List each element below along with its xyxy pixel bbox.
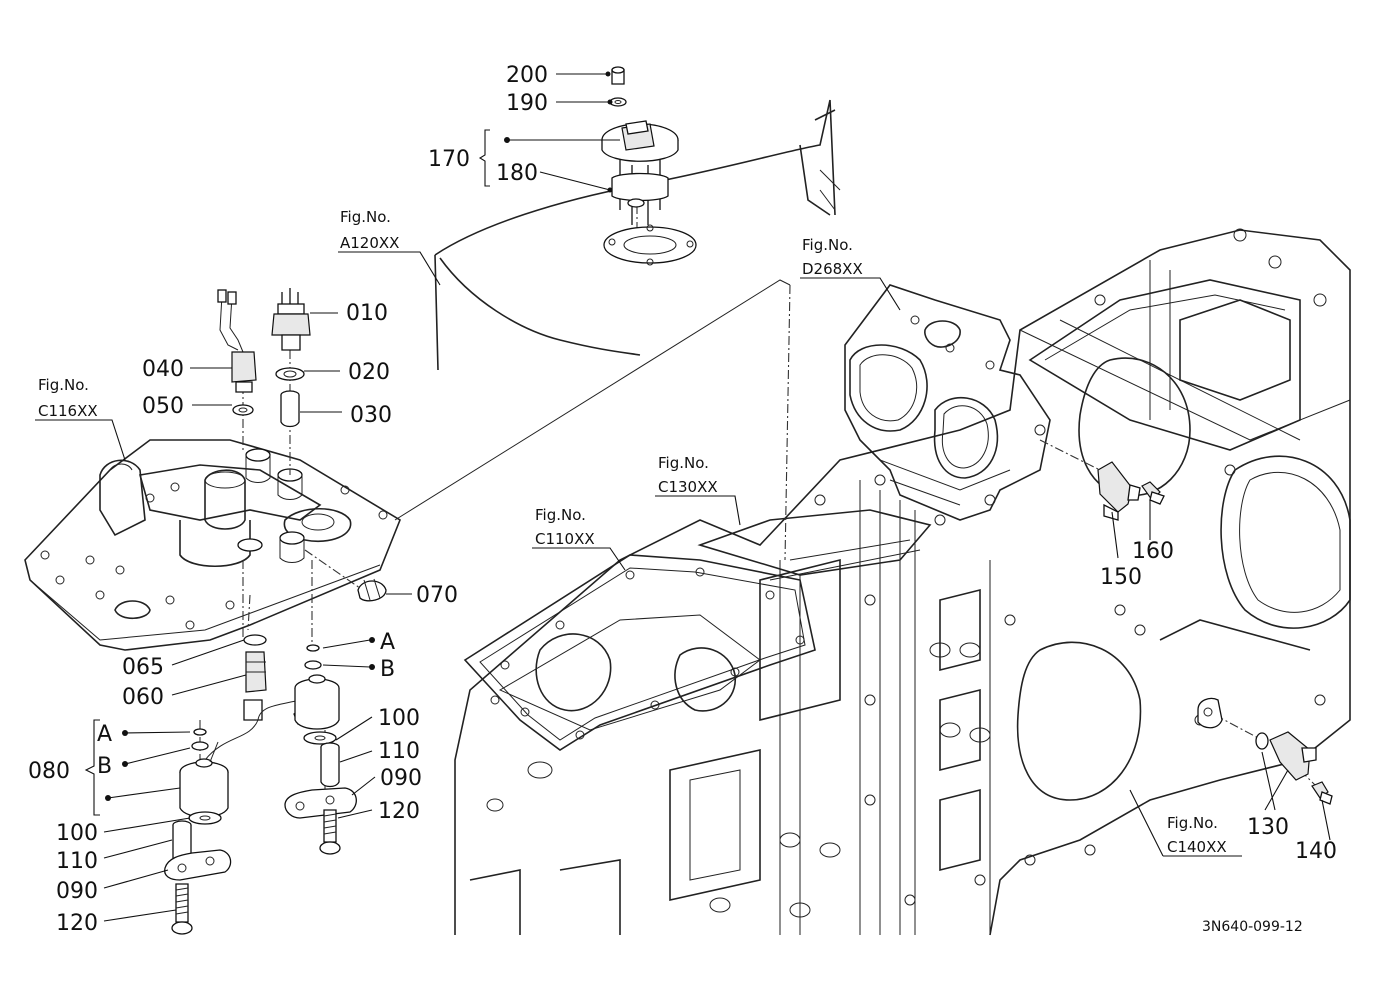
label-080: 080 [28, 759, 70, 784]
plug-140 [1311, 781, 1333, 805]
label-060: 060 [122, 685, 164, 710]
label-065: 065 [122, 655, 164, 680]
clip-070 [357, 578, 387, 602]
label-A-right: A [380, 630, 395, 655]
label-100-left: 100 [56, 821, 98, 846]
label-150: 150 [1100, 565, 1142, 590]
drawing-code: 3N640-099-12 [1202, 919, 1303, 935]
label-160: 160 [1132, 539, 1174, 564]
housing-d268 [844, 284, 1051, 521]
label-110-right: 110 [378, 739, 420, 764]
label-010: 010 [346, 301, 388, 326]
screw-200 [611, 66, 625, 85]
fig-ref-c116-prefix: Fig.No. [38, 376, 89, 394]
washer-100-left [188, 811, 222, 825]
label-180: 180 [496, 161, 538, 186]
valve-060 [243, 651, 267, 721]
washer-100-right [303, 731, 337, 745]
label-120-left: 120 [56, 911, 98, 936]
collar-110-right [320, 742, 340, 788]
pipe-030 [280, 390, 300, 428]
label-140: 140 [1295, 839, 1337, 864]
label-leaders [84, 71, 1331, 922]
sensor-150 [1097, 461, 1141, 521]
bolt-120-left [171, 883, 193, 935]
o-ring-B-right [304, 660, 322, 670]
fig-ref-d268-prefix: Fig.No. [802, 236, 853, 254]
label-050: 050 [142, 394, 184, 419]
fig-ref-c110-code: C110XX [535, 530, 595, 548]
fig-ref-a120-code: A120XX [340, 234, 399, 252]
o-ring-130 [1255, 732, 1269, 750]
label-090-right: 090 [380, 766, 422, 791]
fig-ref-d268-code: D268XX [802, 260, 863, 278]
solenoid-right [204, 674, 340, 761]
fig-ref-c110-prefix: Fig.No. [535, 506, 586, 524]
figure-references: Fig.No. A120XX Fig.No. C116XX Fig.No. D2… [38, 208, 1227, 856]
plate-090-left [164, 849, 232, 881]
label-190: 190 [506, 91, 548, 116]
valve-block-c116 [24, 439, 401, 651]
label-020: 020 [348, 360, 390, 385]
fig-ref-c116-code: C116XX [38, 402, 98, 420]
plate-090-right [284, 787, 357, 819]
transmission-case [454, 228, 1351, 936]
label-110-left: 110 [56, 849, 98, 874]
plug-160 [1141, 481, 1165, 505]
label-070: 070 [416, 583, 458, 608]
label-100-right: 100 [378, 706, 420, 731]
label-120-right: 120 [378, 799, 420, 824]
label-B-right: B [380, 657, 395, 682]
o-ring-A-left [193, 728, 207, 736]
fig-ref-c140-code: C140XX [1167, 838, 1227, 856]
solenoid-080 [179, 741, 229, 818]
label-030: 030 [350, 403, 392, 428]
label-040: 040 [142, 357, 184, 382]
cover-plate-c130 [697, 509, 932, 581]
label-B-left: B [97, 754, 112, 779]
label-170: 170 [428, 147, 470, 172]
sensor-040 [217, 289, 257, 393]
o-ring-065 [243, 634, 267, 646]
label-200: 200 [506, 63, 548, 88]
cover-plate-c110 [463, 554, 816, 751]
bracket-plate [1197, 697, 1223, 729]
washer-050 [232, 404, 254, 416]
washer-020 [275, 367, 305, 381]
fig-ref-a120-prefix: Fig.No. [340, 208, 391, 226]
label-130: 130 [1247, 815, 1289, 840]
gauge-unit-170 [601, 120, 679, 225]
label-A-left: A [97, 722, 112, 747]
gasket-180 [603, 224, 697, 266]
fig-ref-c130-prefix: Fig.No. [658, 454, 709, 472]
o-ring-A-right [306, 644, 320, 652]
part-number-labels: 200 190 170 180 010 040 020 050 030 070 … [28, 63, 1337, 936]
fig-ref-c140-prefix: Fig.No. [1167, 814, 1218, 832]
label-090-left: 090 [56, 879, 98, 904]
sensor-130 [1269, 731, 1317, 781]
pressure-switch-010 [271, 288, 311, 351]
figure-ref-leaders [35, 251, 1242, 857]
o-ring-B-left [191, 741, 209, 751]
fig-ref-c130-code: C130XX [658, 478, 718, 496]
bolt-120-right [319, 809, 341, 855]
